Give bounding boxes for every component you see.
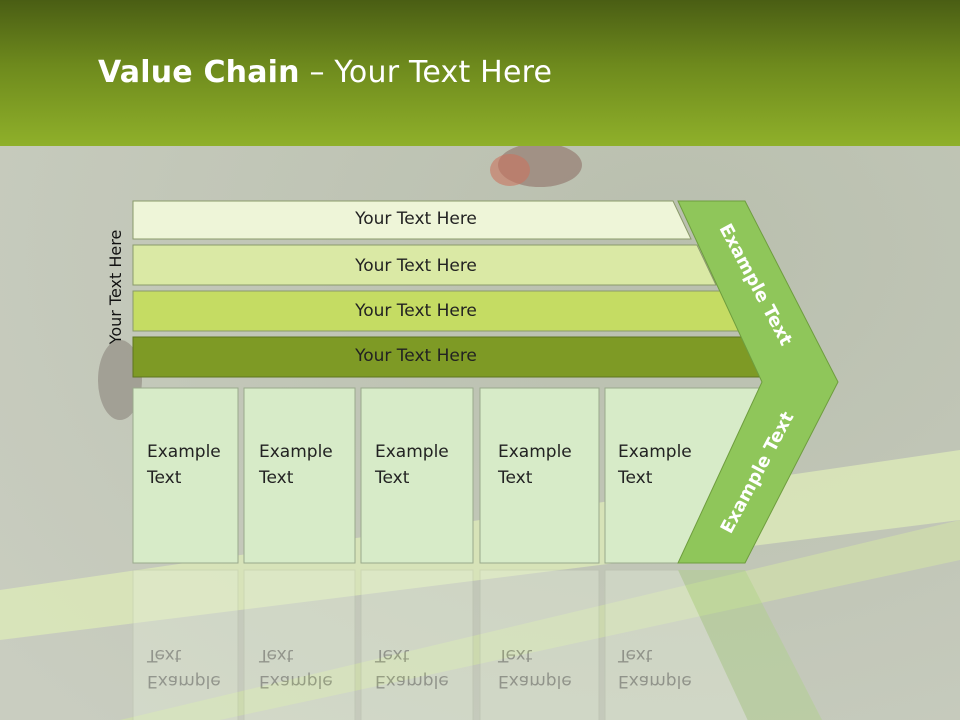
box-4-line1: Example bbox=[498, 442, 572, 462]
box-3-shape bbox=[360, 387, 474, 564]
box-5-line2: Text bbox=[618, 468, 653, 488]
box-3-line1: Example bbox=[375, 442, 449, 462]
box-1-text: Example Text bbox=[147, 439, 247, 491]
box-1-line1: Example bbox=[147, 442, 221, 462]
bar-2-label: Your Text Here bbox=[355, 256, 477, 276]
box-3-text: Example Text bbox=[375, 439, 475, 491]
title-rest: – Your Text Here bbox=[299, 55, 553, 90]
box-3-line2: Text bbox=[375, 468, 410, 488]
box-5-line1: Example bbox=[618, 442, 692, 462]
box-5-text: Example Text bbox=[618, 439, 718, 491]
reflection-shapes bbox=[132, 569, 838, 720]
chevron-shape bbox=[677, 200, 839, 564]
bar-2-shape bbox=[132, 244, 717, 286]
bar-1-shape bbox=[132, 200, 692, 240]
box-4-text: Example Text bbox=[498, 439, 598, 491]
box-4-shape bbox=[479, 387, 600, 564]
box-2-text: Example Text bbox=[259, 439, 359, 491]
bar-1-label: Your Text Here bbox=[355, 209, 477, 229]
box-1-shape bbox=[132, 387, 239, 564]
box-2-shape bbox=[243, 387, 356, 564]
bar-3-label: Your Text Here bbox=[355, 301, 477, 321]
box-4-line2: Text bbox=[498, 468, 533, 488]
slide-title: Value Chain – Your Text Here bbox=[98, 55, 552, 90]
box-2-line2: Text bbox=[259, 468, 294, 488]
header-band bbox=[0, 0, 960, 146]
box-1-line2: Text bbox=[147, 468, 182, 488]
bar-4-label: Your Text Here bbox=[355, 346, 477, 366]
title-bold: Value Chain bbox=[98, 55, 300, 90]
box-2-line1: Example bbox=[259, 442, 333, 462]
